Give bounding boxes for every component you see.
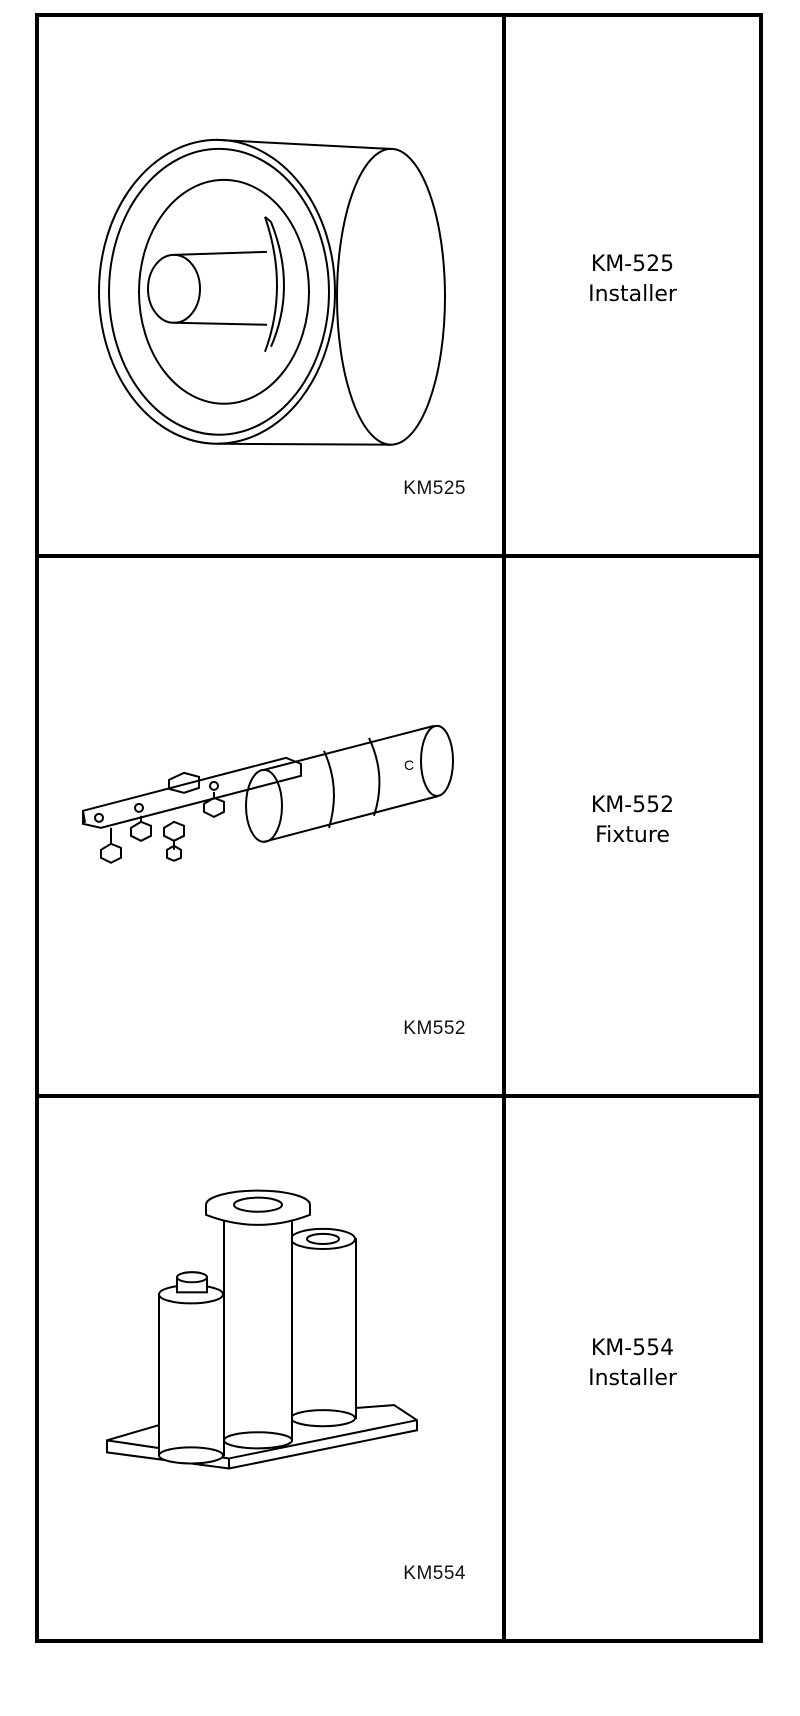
tool-label: KM-552 Fixture	[591, 791, 674, 851]
tool-image-caption: KM552	[403, 1018, 466, 1040]
tool-name: Installer	[588, 1365, 677, 1391]
tool-code: KM-552	[590, 792, 675, 818]
tool-label: KM-525 Installer	[588, 250, 677, 310]
special-tools-table: KM525 KM-525 Installer C	[35, 13, 763, 1643]
cylindrical-installer-icon	[98, 138, 446, 446]
tool-description-cell: KM-525 Installer	[506, 17, 759, 558]
tool-code: KM-554	[590, 1335, 675, 1361]
three-post-installer-icon	[106, 1189, 418, 1470]
tool-image-caption: KM525	[403, 477, 466, 499]
tool-description-cell: KM-552 Fixture	[506, 558, 759, 1099]
tool-image-cell: KM525	[39, 17, 506, 558]
tool-image-caption: KM554	[403, 1563, 466, 1584]
tool-name: Fixture	[595, 822, 670, 848]
tool-label: KM-554 Installer	[588, 1334, 677, 1394]
svg-text:C: C	[404, 757, 414, 773]
tool-image-cell: C	[39, 557, 506, 1099]
tool-name: Installer	[588, 282, 677, 308]
tool-image-cell: KM554	[39, 1098, 506, 1639]
fixture-bar-cylinder-icon: C	[82, 724, 454, 864]
tool-description-cell: KM-554 Installer	[506, 1098, 759, 1639]
tool-code: KM-525	[590, 252, 675, 278]
